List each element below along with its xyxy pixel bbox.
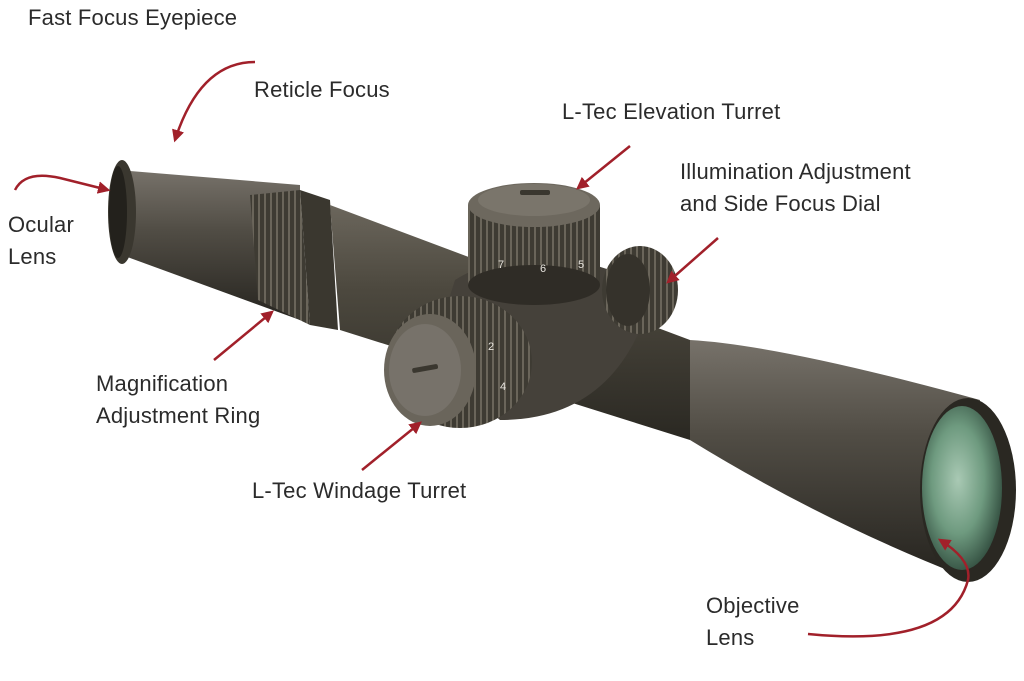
- label-windage-turret: L-Tec Windage Turret: [252, 478, 467, 503]
- label-ocular-lens: Ocular Lens: [8, 209, 74, 273]
- elevation-dial-5: 5: [578, 259, 584, 271]
- label-illumination-line1: Illumination Adjustment: [680, 159, 911, 184]
- label-ocular-lens-line1: Ocular: [8, 212, 74, 237]
- arrow-reticle-focus: [172, 60, 256, 143]
- elevation-dial-6: 6: [540, 263, 546, 275]
- label-ocular-lens-line2: Lens: [8, 244, 57, 269]
- elevation-dial-7: 7: [498, 259, 504, 271]
- windage-turret: 2 4: [384, 296, 532, 428]
- windage-dial-4: 4: [500, 381, 506, 393]
- label-illumination-line2: and Side Focus Dial: [680, 191, 881, 216]
- arrow-illumination: [666, 237, 719, 284]
- label-objective-lens-line1: Objective: [706, 593, 800, 618]
- label-elevation-turret: L-Tec Elevation Turret: [562, 99, 781, 124]
- objective-lens-glass: [922, 406, 1002, 570]
- label-fast-focus-eyepiece: Fast Focus Eyepiece: [28, 5, 238, 30]
- objective-bell: [690, 340, 1016, 582]
- windage-dial-2: 2: [488, 341, 494, 353]
- arrow-ocular-lens: [13, 174, 111, 194]
- arrow-magnification: [213, 310, 274, 361]
- magnification-ring: [250, 190, 338, 330]
- label-reticle-focus: Reticle Focus: [254, 77, 390, 102]
- side-focus-dial: [602, 246, 678, 334]
- label-magnification: Magnification Adjustment Ring: [96, 368, 260, 432]
- arrow-windage-turret: [361, 421, 422, 471]
- arrow-elevation-turret: [576, 145, 631, 190]
- label-objective-lens-line2: Lens: [706, 625, 755, 650]
- elevation-turret: 7 6 5: [468, 183, 600, 305]
- label-magnification-line1: Magnification: [96, 371, 229, 396]
- label-illumination: Illumination Adjustment and Side Focus D…: [680, 156, 911, 220]
- label-objective-lens: Objective Lens: [706, 590, 800, 654]
- label-magnification-line2: Adjustment Ring: [96, 403, 261, 428]
- callout-arrows: [13, 60, 970, 638]
- arrow-objective-lens: [807, 538, 970, 638]
